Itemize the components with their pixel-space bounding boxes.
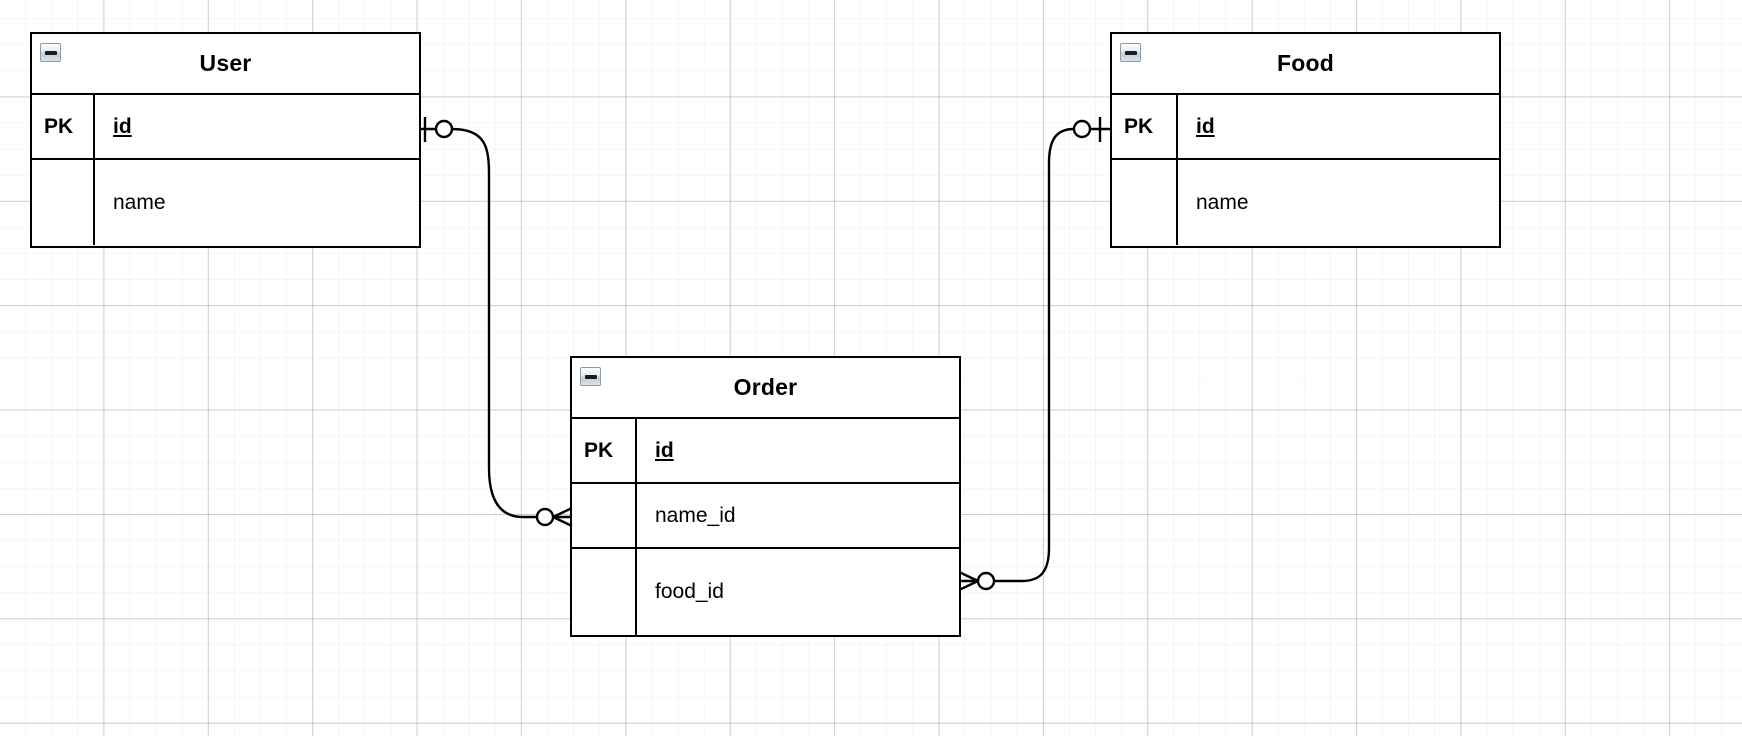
entity-food-title: Food — [1277, 50, 1334, 76]
entity-order-row-food-id[interactable]: food_id — [572, 549, 959, 635]
entity-food-row-name-attribute: name — [1196, 190, 1249, 214]
entity-order-row-name-id[interactable]: name_id — [572, 484, 959, 549]
crowsfoot-prong-upper — [552, 506, 573, 519]
entity-order-row-id-key: PK — [572, 419, 637, 482]
entity-user-header: User — [32, 34, 419, 95]
entity-order-row-name-id-key — [572, 484, 637, 547]
cardinality-marker-food-one-and-only-one — [1072, 117, 1112, 142]
entity-user-row-name-key — [32, 160, 95, 245]
entity-user-row-id-attribute: id — [113, 114, 132, 138]
entity-food-row-id-key: PK — [1112, 95, 1178, 158]
entity-food-row-id-attribute: id — [1196, 114, 1215, 138]
entity-order-row-food-id-attribute: food_id — [655, 580, 724, 603]
cardinality-marker-order-zero-or-many-food-id — [958, 570, 996, 592]
entity-food-row-id[interactable]: PK id — [1112, 95, 1499, 160]
optional-circle — [535, 507, 555, 527]
collapse-icon[interactable] — [1120, 43, 1141, 62]
minus-icon — [1124, 50, 1137, 55]
entity-food-header: Food — [1112, 34, 1499, 95]
entity-order-header: Order — [572, 358, 959, 419]
entity-order-title: Order — [733, 374, 798, 400]
entity-food[interactable]: Food PK id name — [1110, 32, 1501, 248]
entity-order-row-name-id-attribute: name_id — [655, 503, 736, 527]
entity-user-row-name[interactable]: name — [32, 160, 419, 245]
entity-user-title: User — [199, 50, 252, 76]
entity-food-row-name-key — [1112, 160, 1178, 245]
entity-user[interactable]: User PK id name — [30, 32, 421, 248]
collapse-icon[interactable] — [40, 43, 61, 62]
entity-user-row-id-key: PK — [32, 95, 95, 158]
minus-icon — [584, 374, 597, 379]
entity-user-row-name-attribute: name — [113, 190, 166, 214]
cardinality-marker-order-zero-or-many-name-id — [535, 506, 573, 528]
minus-icon — [44, 50, 57, 55]
entity-food-row-name[interactable]: name — [1112, 160, 1499, 245]
entity-order-row-id[interactable]: PK id — [572, 419, 959, 484]
optional-circle — [434, 119, 454, 139]
optional-circle — [976, 571, 996, 591]
relationship-user-to-order[interactable] — [415, 117, 573, 528]
relationship-food-to-order-path — [992, 127, 1076, 583]
entity-order-row-food-id-key — [572, 549, 637, 635]
crowsfoot-prong-upper — [958, 570, 979, 583]
collapse-icon[interactable] — [580, 367, 601, 386]
entity-order-row-id-attribute: id — [655, 438, 674, 462]
relationship-food-to-order[interactable] — [958, 117, 1112, 592]
relationship-user-to-order-path — [450, 127, 539, 519]
entity-user-row-id[interactable]: PK id — [32, 95, 419, 160]
entity-order[interactable]: Order PK id name_id food_id — [570, 356, 961, 637]
optional-circle — [1072, 119, 1092, 139]
crowsfoot-prong-lower — [958, 579, 979, 592]
crowsfoot-prong-lower — [552, 515, 573, 528]
